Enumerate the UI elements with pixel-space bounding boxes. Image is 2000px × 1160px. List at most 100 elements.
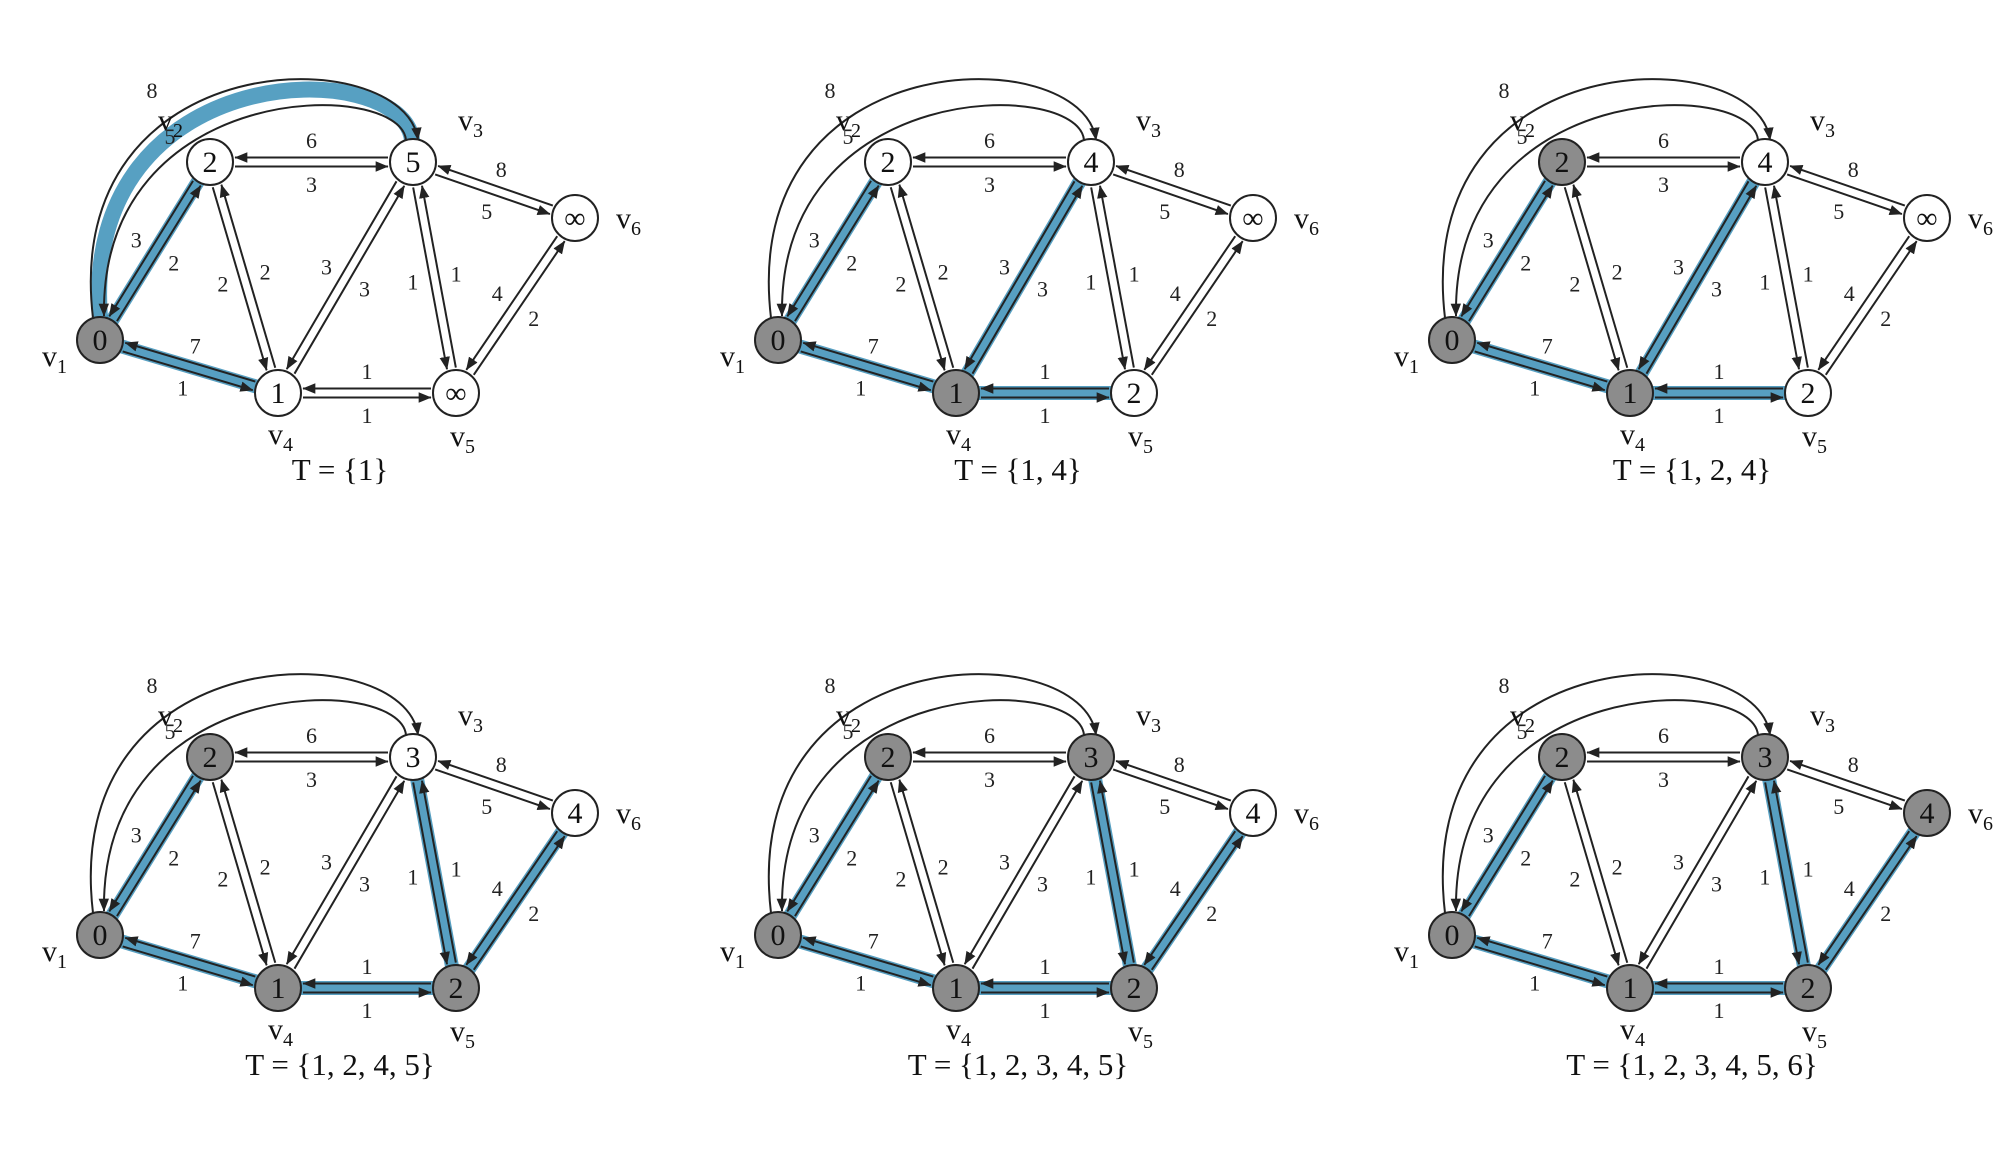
edge-weight-v3-v4: 3 — [999, 254, 1010, 279]
edge-v6-v5 — [1817, 830, 1911, 966]
edge-weight-v4-v1: 7 — [1542, 333, 1553, 358]
edge-weight-v6-v5: 4 — [492, 876, 503, 901]
edge-weight-v5-v4: 1 — [362, 954, 373, 979]
edge-v1-v4 — [800, 350, 932, 392]
edge-weight-v3-v1: 5 — [165, 719, 176, 744]
edge-weight-v2-v3: 3 — [1658, 767, 1669, 792]
edge-weight-v3-v6: 5 — [1833, 199, 1844, 224]
node-distance-v1: 0 — [93, 919, 108, 952]
edge-weight-v3-v4: 3 — [999, 849, 1010, 874]
node-v5 — [432, 964, 480, 1012]
panel-caption: T = {1} — [292, 452, 389, 487]
edge-v4-v2 — [219, 779, 277, 964]
edge-v4-v2 — [897, 779, 955, 964]
edge-weight-v4-v3: 3 — [359, 872, 370, 897]
edge-weight-v3-v1: 5 — [165, 124, 176, 149]
edge-v6-v3 — [1789, 759, 1906, 802]
node-v2 — [864, 138, 912, 186]
node-v4 — [254, 369, 302, 417]
edge-v5-v6 — [1150, 835, 1244, 971]
edge-weight-v5-v3: 1 — [451, 261, 462, 286]
edge-weight-v1-v3: 8 — [1499, 673, 1510, 698]
edge-v4-v3 — [1645, 185, 1758, 375]
edge-weight-v5-v3: 1 — [1129, 856, 1140, 881]
edge-v6-v5 — [1143, 830, 1237, 966]
vertex-label-v6: v6 — [1968, 797, 1993, 835]
edge-v5-v3 — [1097, 185, 1135, 368]
edge-weight-v2-v1: 3 — [1483, 822, 1494, 847]
edge-v1-v2 — [794, 185, 880, 322]
edge-v2-v4 — [211, 781, 269, 966]
tree-edge-v1-v2 — [1445, 155, 1569, 347]
edge-v2-v4 — [889, 186, 947, 371]
node-v1 — [754, 911, 802, 959]
panel-caption: T = {1, 2, 4, 5} — [245, 1047, 435, 1082]
vertex-label-v5: v5 — [1128, 420, 1153, 458]
tree-edge-v1-v2 — [93, 750, 217, 942]
edge-weight-v5-v3: 1 — [1803, 856, 1814, 881]
edge-v6-v3 — [1115, 164, 1232, 207]
node-distance-v1: 0 — [1445, 919, 1460, 952]
edge-weight-v3-v5: 1 — [1085, 270, 1096, 295]
edge-weight-v3-v4: 3 — [1673, 254, 1684, 279]
node-distance-v1: 0 — [1445, 324, 1460, 357]
edge-weight-v3-v2: 6 — [1658, 128, 1669, 153]
edge-weight-v3-v5: 1 — [1759, 270, 1770, 295]
edge-v1-v4 — [1474, 350, 1606, 392]
vertex-label-v3: v3 — [1136, 699, 1161, 737]
node-distance-v1: 0 — [771, 919, 786, 952]
edge-weight-v3-v5: 1 — [407, 270, 418, 295]
edge-weight-v4-v2: 2 — [938, 259, 949, 284]
edge-weight-v2-v1: 3 — [1483, 227, 1494, 252]
edge-weight-v3-v2: 6 — [984, 128, 995, 153]
edge-weight-v4-v1: 7 — [868, 333, 879, 358]
panel-caption: T = {1, 2, 3, 4, 5, 6} — [1566, 1047, 1818, 1082]
edge-v4-v1 — [1476, 936, 1608, 978]
edge-v5-v6 — [472, 835, 566, 971]
edge-v5-v6 — [472, 240, 566, 376]
vertex-label-v5: v5 — [450, 1015, 475, 1053]
edge-weight-v2-v4: 2 — [895, 867, 906, 892]
edge-v1-v4 — [800, 945, 932, 987]
node-distance-v4: 1 — [1623, 377, 1638, 410]
edge-v5-v3 — [1771, 185, 1809, 368]
panel-caption: T = {1, 2, 4} — [1613, 452, 1772, 487]
edge-weight-v2-v1: 3 — [809, 227, 820, 252]
edge-weight-v6-v3: 8 — [1174, 752, 1185, 777]
edge-v1-v4 — [122, 350, 254, 392]
edge-v1-v3 — [89, 673, 422, 914]
edge-v4-v2 — [219, 184, 277, 369]
edge-weight-v6-v5: 4 — [1844, 281, 1855, 306]
node-distance-v3: 3 — [1084, 741, 1099, 774]
tree-edge-v3-v4 — [1623, 155, 1772, 400]
node-distance-v3: 5 — [406, 146, 421, 179]
edge-weight-v4-v1: 7 — [1542, 928, 1553, 953]
edge-v3-v5 — [412, 782, 450, 965]
edge-v2-v1 — [1460, 775, 1546, 912]
vertex-label-v2: v2 — [836, 699, 861, 737]
edge-weight-v4-v2: 2 — [1612, 259, 1623, 284]
edge-weight-v1-v3: 8 — [825, 673, 836, 698]
node-distance-v5: 2 — [449, 972, 464, 1005]
node-distance-v6: ∞ — [1242, 202, 1263, 235]
edge-v4-v3 — [1645, 780, 1758, 970]
edge-v2-v4 — [889, 781, 947, 966]
node-distance-v5: ∞ — [445, 377, 466, 410]
edge-weight-v3-v4: 3 — [1673, 849, 1684, 874]
edge-v2-v1 — [1460, 180, 1546, 317]
edge-v1-v2 — [116, 780, 202, 917]
edge-weight-v1-v4: 1 — [1529, 971, 1540, 996]
edge-weight-v2-v4: 2 — [217, 867, 228, 892]
edge-v4-v3 — [971, 780, 1084, 970]
edge-weight-v4-v5: 1 — [1714, 998, 1725, 1023]
edge-weight-v4-v3: 3 — [1711, 872, 1722, 897]
edge-weight-v5-v6: 2 — [528, 306, 539, 331]
edge-weight-v5-v6: 2 — [528, 901, 539, 926]
edge-weight-v5-v3: 1 — [451, 856, 462, 881]
edge-weight-v4-v1: 7 — [190, 333, 201, 358]
tree-edge-v5-v6 — [1801, 806, 1934, 995]
